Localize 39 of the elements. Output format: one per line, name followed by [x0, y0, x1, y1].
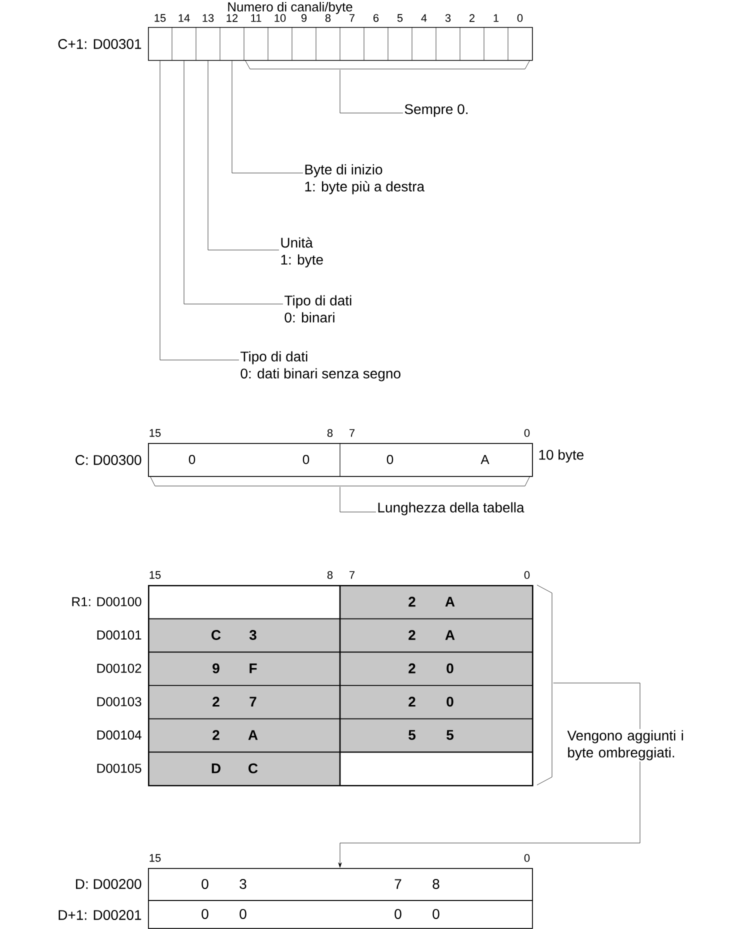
register-label: D00104: [97, 730, 142, 740]
leader-line: [340, 486, 376, 512]
register-row: 0 3 7 8: [148, 868, 533, 901]
leader-line: [553, 682, 640, 730]
register-row: 0 0 0 A: [148, 442, 533, 486]
leader-line: [184, 60, 284, 304]
register-label: D00101: [97, 630, 142, 640]
register-row: 0 0 0 0: [148, 900, 533, 929]
register-row: 2 A: [148, 585, 533, 620]
leader-line: [208, 60, 280, 250]
register-label: D00102: [97, 664, 142, 673]
annotation-text: Unità 1: byte: [281, 237, 323, 268]
register-row: D C: [148, 752, 533, 786]
register-label: R1: D00100: [72, 597, 142, 606]
bit-number: 0: [524, 854, 530, 862]
annotation-text: Tipo di dati 0: dati binari senza segno: [240, 351, 400, 382]
register-row: C 3 2 A: [148, 618, 533, 653]
register-label: D: D00200: [76, 879, 142, 889]
annotation-text: Vengono aggiunti i byte ombreggiati.: [567, 730, 683, 760]
register-row: 2 A 5 5: [148, 718, 533, 753]
leader-line: [160, 60, 240, 360]
register-label: 10 byte: [539, 449, 584, 463]
register-label: C: D00300: [76, 455, 142, 465]
annotation-text: Lunghezza della tabella: [378, 502, 524, 516]
leader-line: [232, 60, 304, 174]
leader-line: [340, 70, 404, 114]
register-label: C+1: D00301: [58, 39, 142, 49]
annotation-text: Tipo di dati 0: binari: [284, 295, 352, 322]
data-table: [148, 585, 534, 786]
register-label: D00105: [97, 764, 142, 773]
leader-line: [338, 761, 640, 868]
annotation-text: Byte di inizio 1: byte più a destra: [305, 164, 425, 194]
heading: Numero di canali/byte: [228, 2, 352, 14]
bit-register: [148, 26, 533, 70]
register-row: 2 7 2 0: [148, 685, 533, 720]
annotation-text: Sempre 0.: [404, 104, 468, 117]
register-label: D00103: [97, 697, 142, 706]
register-row: 9 F 2 0: [148, 652, 533, 686]
register-label: D+1: D00201: [58, 910, 142, 920]
